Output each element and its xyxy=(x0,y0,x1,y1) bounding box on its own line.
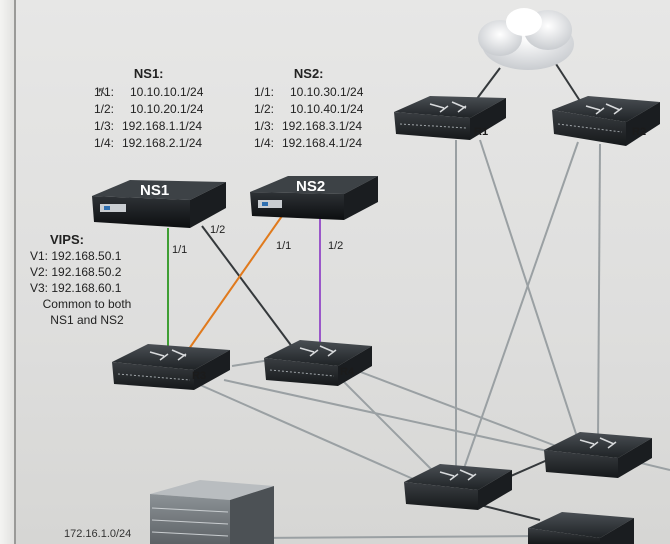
ns-links xyxy=(167,215,321,357)
ns1-device-label: NS1 xyxy=(140,182,170,199)
ns2-appliance-icon xyxy=(250,176,378,220)
core-links xyxy=(197,139,670,539)
ns1-port-1-2-label: 1/2 xyxy=(210,224,226,236)
ip-address: 192.168.1.1/24 xyxy=(122,119,203,133)
vip-entry: V2: 192.168.50.2 xyxy=(30,265,122,279)
port-number: 1/4: xyxy=(254,136,275,150)
ip-address: 10.10.20.1/24 xyxy=(130,102,204,116)
link-cloud-r2 xyxy=(555,63,583,105)
link-ns2-r3-orange xyxy=(183,215,283,357)
ns2-ip-row: 1/2: 10.10.40.1/24 xyxy=(254,101,363,118)
link-r3-r4 xyxy=(231,359,271,367)
port-number: 1/2: xyxy=(94,102,115,116)
mouse-cursor-icon: ↖ xyxy=(97,84,108,99)
ns2-port-1-1-label: 1/1 xyxy=(276,240,292,252)
ns2-ip-title: NS2: xyxy=(293,66,324,81)
ns2-ip-table: NS2: 1/1: 10.10.30.1/24 1/2: 10.10.40.1/24… xyxy=(254,66,363,152)
port-number: 1/4: xyxy=(94,136,115,150)
router-r4-icon xyxy=(264,340,372,386)
ip-address: 192.168.3.1/24 xyxy=(282,119,363,133)
vip-entry: V3: 192.168.60.1 xyxy=(30,281,122,295)
ns2-ip-row: 1/1: 10.10.30.1/24 xyxy=(254,84,363,101)
ip-address: 192.168.2.1/24 xyxy=(122,136,203,150)
ns1-ip-row: 1/2: 10.10.20.1/24 xyxy=(94,101,203,118)
left-frame-edge xyxy=(0,0,16,544)
switch-right-icon xyxy=(544,432,652,478)
vip-entry: V1: 192.168.50.1 xyxy=(30,249,122,263)
port-number: 1/3: xyxy=(94,119,115,133)
link-r1-sw-right xyxy=(479,139,581,447)
ns2-device-label: NS2 xyxy=(296,178,326,195)
ns1-appliance-icon xyxy=(92,180,226,228)
ip-address: 192.168.4.1/24 xyxy=(282,136,363,150)
router-r4-label: R4 xyxy=(340,366,355,378)
switch-bottom-icon xyxy=(528,512,634,544)
link-r2-sw-right xyxy=(597,143,601,441)
ip-address: 10.10.40.1/24 xyxy=(290,102,364,116)
port-number: 1/2: xyxy=(254,102,275,116)
ns2-port-1-2-label: 1/2 xyxy=(328,240,344,252)
router-r1-label: R1 xyxy=(474,126,489,138)
link-server xyxy=(247,535,541,539)
link-ns1-r4-dark xyxy=(201,225,297,353)
ns1-port-1-1-label: 1/1 xyxy=(172,244,188,256)
subnet-label: 172.16.1.0/24 xyxy=(64,528,132,540)
ns1-ip-table: NS1: 1/1: 10.10.10.1/24 1/2: 10.10.20.1/24… xyxy=(94,66,203,152)
ip-address: 10.10.10.1/24 xyxy=(130,85,204,99)
server-rack-icon xyxy=(150,480,274,544)
ns1-ip-row: 1/4: 192.168.2.1/24 xyxy=(94,135,203,152)
ip-address: 10.10.30.1/24 xyxy=(290,85,364,99)
internet-cloud-icon xyxy=(478,8,574,70)
switch-center-icon xyxy=(404,464,512,510)
link-r4-sw-right xyxy=(349,367,557,447)
router-r1-icon xyxy=(394,96,506,140)
ns1-ip-row: 1/1: 10.10.10.1/24 xyxy=(94,84,203,101)
ns1-ip-row: 1/3: 192.168.1.1/24 xyxy=(94,118,203,135)
router-r3-icon xyxy=(112,344,230,390)
link-r3-sw-left xyxy=(197,383,421,483)
router-r2-label: R2 xyxy=(632,126,647,138)
vips-note-line1: Common to both xyxy=(42,297,132,311)
ns2-ip-row: 1/4: 192.168.4.1/24 xyxy=(254,135,363,152)
vips-note-line2: NS1 and NS2 xyxy=(50,313,124,327)
port-number: 1/1: xyxy=(94,85,115,99)
link-r4-sw-left xyxy=(339,377,441,479)
port-number: 1/3: xyxy=(254,119,275,133)
vips-block: VIPS: V1: 192.168.50.1 V2: 192.168.50.2 … xyxy=(30,232,144,328)
link-r3-sw-right xyxy=(223,379,553,453)
link-r2-sw-left xyxy=(461,141,579,475)
ns2-ip-row: 1/3: 192.168.3.1/24 xyxy=(254,118,363,135)
router-r3-label: R3 xyxy=(192,370,207,382)
port-number: 1/1: xyxy=(254,85,275,99)
ns1-ip-title: NS1: xyxy=(133,66,164,81)
router-r2-icon xyxy=(552,96,660,146)
vips-title: VIPS: xyxy=(50,232,84,247)
